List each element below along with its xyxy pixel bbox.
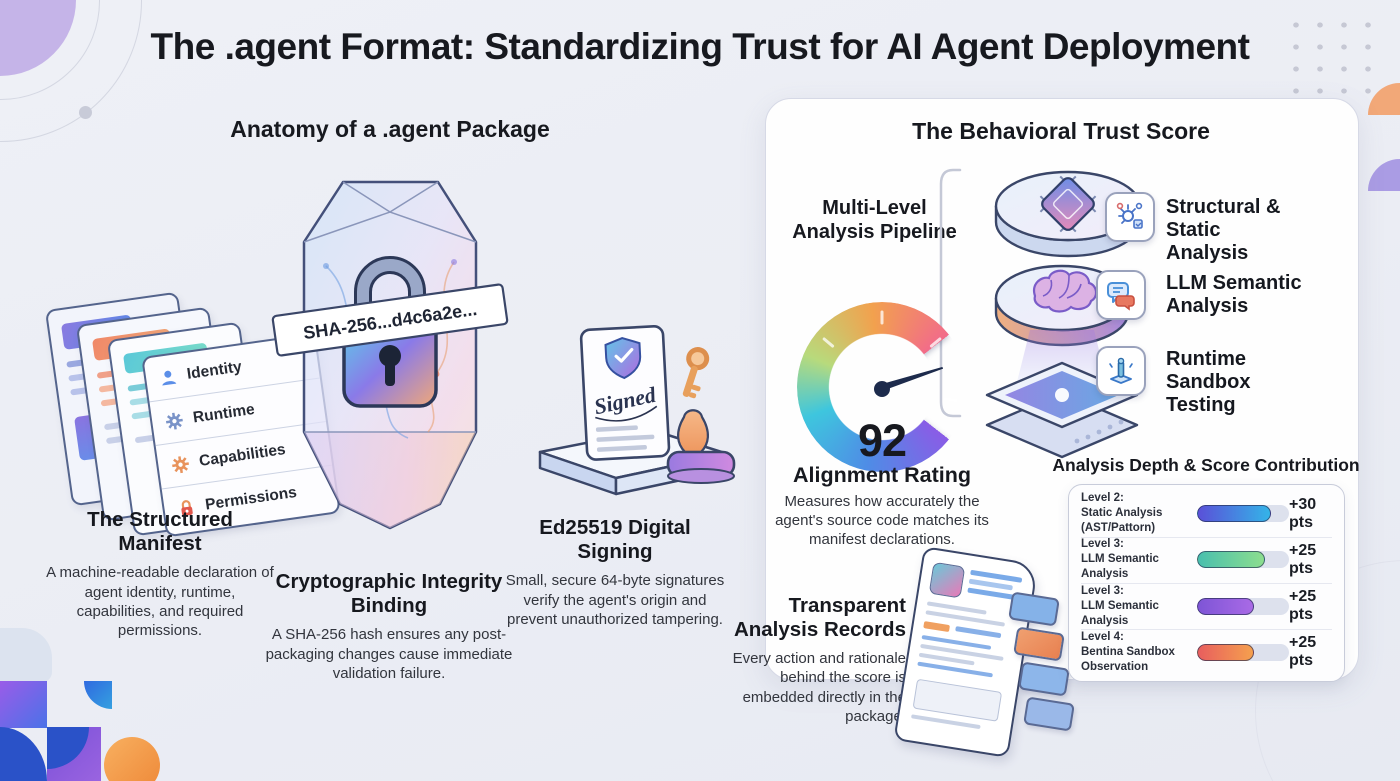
lock-icon <box>181 499 193 516</box>
records-tab <box>1023 696 1075 732</box>
signing-description: Small, secure 64-byte signatures verify … <box>505 572 725 628</box>
level-label: Level 4: <box>1081 630 1124 643</box>
signing-illustration: Signed <box>538 325 736 496</box>
stage-label-runtime: Runtime Sandbox Testing <box>1166 348 1251 416</box>
integrity-jar-illustration: SHA-256...d4c6a2e... <box>271 180 509 530</box>
points-label: +30 pts <box>1289 495 1317 531</box>
alignment-gauge <box>797 302 967 472</box>
integrity-text-block: Cryptographic Integrity Binding A SHA-25… <box>258 570 520 683</box>
decor-blue-blob <box>0 628 52 682</box>
decor-mosaic-quarter <box>84 681 112 709</box>
analysis-name: Bentina Sandbox Observation <box>1081 645 1175 673</box>
stamp-icon <box>666 409 736 484</box>
alignment-rating-title: Alignment Rating <box>793 463 971 487</box>
points-label: +25 pts <box>1289 588 1317 624</box>
user-icon <box>162 370 177 386</box>
page-title: The .agent Format: Standardizing Trust f… <box>0 26 1400 68</box>
pipeline-stack-illustration <box>985 170 1142 459</box>
trust-score-value: 92 <box>857 415 907 466</box>
manifest-description: A machine-readable declaration of agent … <box>46 564 274 639</box>
score-bar-fill <box>1197 551 1266 569</box>
records-description: Every action and rationale behind the sc… <box>732 650 906 725</box>
scan-icon <box>1116 202 1143 229</box>
key-icon <box>682 347 710 399</box>
manifest-text-block: The Structured Manifest A machine-readab… <box>45 508 275 640</box>
integrity-description: A SHA-256 hash ensures any post-packagin… <box>265 626 513 682</box>
page-title-strong: The .agent Format: <box>150 26 476 67</box>
points-label: +25 pts <box>1289 541 1317 577</box>
signing-text-block: Ed25519 Digital Signing Small, secure 64… <box>505 516 725 629</box>
pipeline-label: Multi-Level Analysis Pipeline <box>792 197 957 243</box>
cog-icon <box>172 455 189 473</box>
signing-title: Ed25519 Digital Signing <box>539 516 691 564</box>
manifest-row: Runtime <box>149 378 327 446</box>
level-label: Level 2: <box>1081 492 1124 505</box>
gauge-hub <box>874 381 890 397</box>
analysis-name: Static Analysis (AST/Pattorn) <box>1081 507 1163 535</box>
chat-icon <box>1107 282 1135 311</box>
score-bar-track <box>1197 643 1289 661</box>
score-bar-track <box>1197 597 1289 615</box>
score-bar-fill <box>1197 643 1255 661</box>
manifest-row: Permissions <box>162 466 338 533</box>
analysis-name: LLM Semantic Analysis <box>1081 599 1159 627</box>
contribution-row: Level 4: Bentina Sandbox Observation +25… <box>1081 629 1332 674</box>
contribution-card: Level 2: Static Analysis (AST/Pattorn) +… <box>1068 484 1345 682</box>
manifest-title: The Structured Manifest <box>87 508 233 556</box>
stage-label-llm: LLM Semantic Analysis <box>1166 272 1302 317</box>
decor-dot-grid <box>1282 12 1378 104</box>
score-bar-fill <box>1197 597 1255 615</box>
manifest-row: Identity <box>143 334 320 403</box>
manifest-stack-illustration: Identity Runtime Capabilities Permission… <box>44 282 341 538</box>
manifest-row-label: Identity <box>185 357 243 383</box>
score-bar-fill <box>1197 505 1271 523</box>
page-title-rest: Standardizing Trust for AI Agent Deploym… <box>474 26 1250 67</box>
manifest-row-label: Runtime <box>191 400 256 426</box>
chip-icon <box>1039 175 1097 233</box>
gauge-tick <box>880 310 884 324</box>
analysis-name: LLM Semantic Analysis <box>1081 553 1159 581</box>
stage-label-structural: Structural & Static Analysis <box>1166 196 1281 264</box>
brain-icon <box>1033 269 1098 313</box>
decor-mosaic-quarter <box>0 727 47 781</box>
stage-badge <box>1105 192 1155 242</box>
contribution-row: Level 3: LLM Semantic Analysis +25 pts <box>1081 583 1332 628</box>
decor-ring-dot <box>79 106 92 119</box>
contribution-row: Level 3: LLM Semantic Analysis +25 pts <box>1081 536 1332 582</box>
anatomy-heading: Anatomy of a .agent Package <box>230 116 550 142</box>
points-label: +25 pts <box>1289 634 1317 670</box>
records-title: Transparent Analysis Records <box>733 594 906 641</box>
score-bar-track <box>1197 505 1289 523</box>
records-text-block: Transparent Analysis Records Every actio… <box>726 594 906 726</box>
gear-icon <box>165 412 183 430</box>
integrity-title: Cryptographic Integrity Binding <box>275 570 503 618</box>
decor-purple-semicircle <box>1368 159 1400 191</box>
level-label: Level 3: <box>1081 538 1124 551</box>
manifest-row: Capabilities <box>155 422 333 490</box>
stage-badge <box>1096 270 1146 320</box>
stage-badge <box>1096 346 1146 396</box>
contribution-row: Level 2: Static Analysis (AST/Pattorn) +… <box>1081 492 1332 536</box>
decor-mosaic-square <box>0 681 47 728</box>
contribution-heading: Analysis Depth & Score Contribution <box>1052 455 1360 475</box>
manifest-front-card: Identity Runtime Capabilities Permission… <box>141 332 341 538</box>
lever-icon <box>1109 357 1133 384</box>
trust-heading: The Behavioral Trust Score <box>912 118 1210 144</box>
level-label: Level 3: <box>1081 584 1124 597</box>
alignment-rating-description: Measures how accurately the agent's sour… <box>775 493 989 549</box>
score-bar-track <box>1197 551 1289 569</box>
decor-orange-circle <box>104 737 160 781</box>
